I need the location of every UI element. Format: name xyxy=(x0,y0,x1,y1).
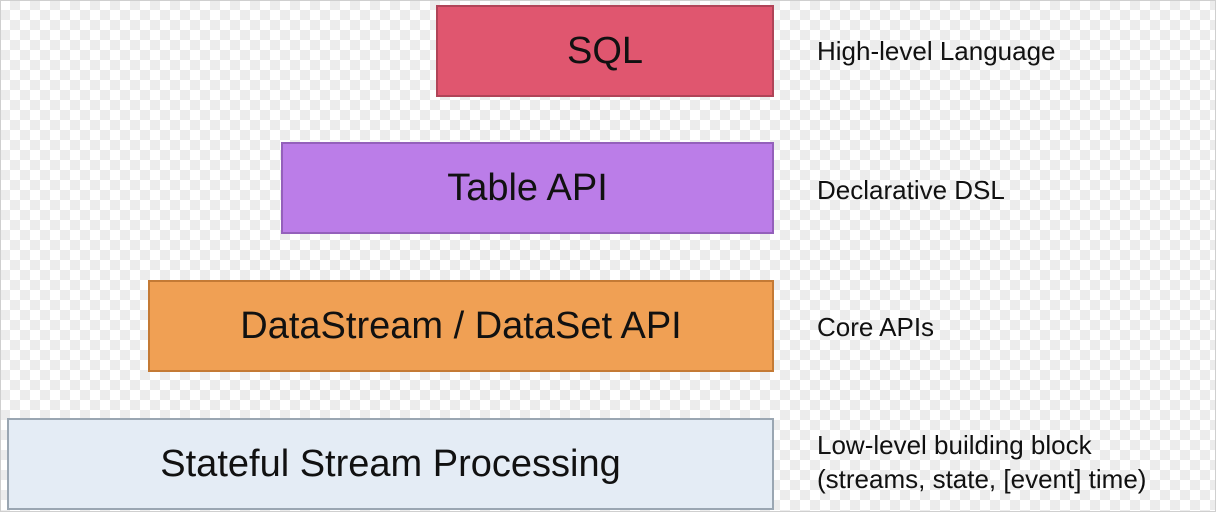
layer-stateful-stream-processing-description: Low-level building block (streams, state… xyxy=(817,428,1146,496)
layer-stateful-stream-processing: Stateful Stream Processing xyxy=(7,418,774,510)
layer-table-api-label: Table API xyxy=(447,166,608,209)
layer-table-api-description: Declarative DSL xyxy=(817,175,1005,205)
description-line-2: (streams, state, [event] time) xyxy=(817,464,1147,494)
layer-datastream-dataset-api-description: Core APIs xyxy=(817,312,935,342)
layer-sql: SQL xyxy=(436,5,774,97)
layer-stateful-stream-processing-label: Stateful Stream Processing xyxy=(160,442,621,485)
layer-table-api: Table API xyxy=(281,142,774,234)
layer-sql-label: SQL xyxy=(566,29,644,72)
layer-datastream-dataset-api: DataStream / DataSet API xyxy=(148,280,774,372)
layer-sql-description: High-level Language xyxy=(817,36,1056,66)
layer-datastream-dataset-api-label: DataStream / DataSet API xyxy=(240,304,682,347)
description-line-1: Low-level building block xyxy=(817,430,1092,460)
